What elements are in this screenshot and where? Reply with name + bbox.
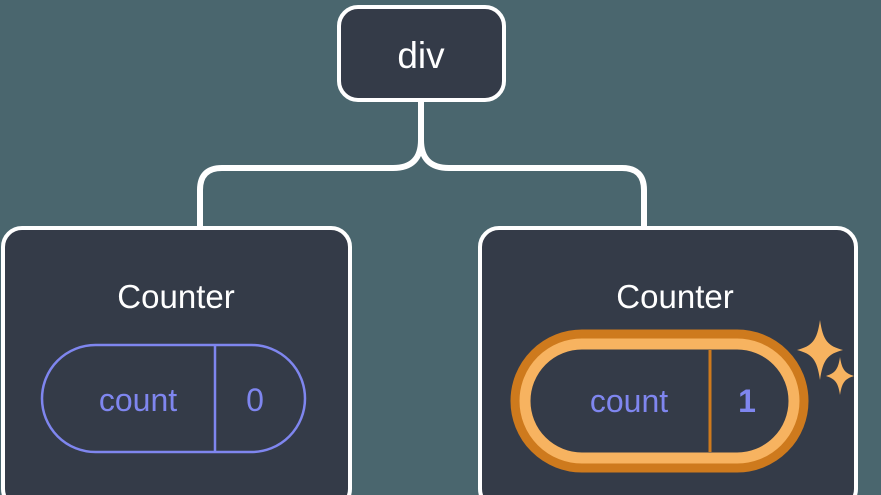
state-value-label: 0 [246,382,264,418]
root-node-label: div [397,35,445,76]
root-node[interactable]: div [337,5,506,102]
counter-right-label: Counter [616,278,733,315]
counter-left-box [1,226,352,495]
state-pill-outline [40,343,307,454]
state-key-label: count [590,383,668,419]
counter-right-state-pill[interactable]: count 1 [510,329,809,473]
root-node-box [337,5,506,102]
state-pill-highlight-inner-ring [519,338,800,464]
state-pill-highlight-outer-ring [510,329,809,473]
state-key-label: count [99,382,177,418]
state-value-label: 1 [738,383,756,419]
connector-root-to-left [197,97,424,233]
sparkle-large-icon [797,320,843,380]
counter-left[interactable]: Counter count 0 [1,226,352,495]
sparkle-small-icon [826,357,854,395]
counter-right[interactable]: Counter count 1 [478,226,858,495]
counter-left-state-pill[interactable]: count 0 [40,343,307,454]
counter-left-label: Counter [117,278,234,315]
